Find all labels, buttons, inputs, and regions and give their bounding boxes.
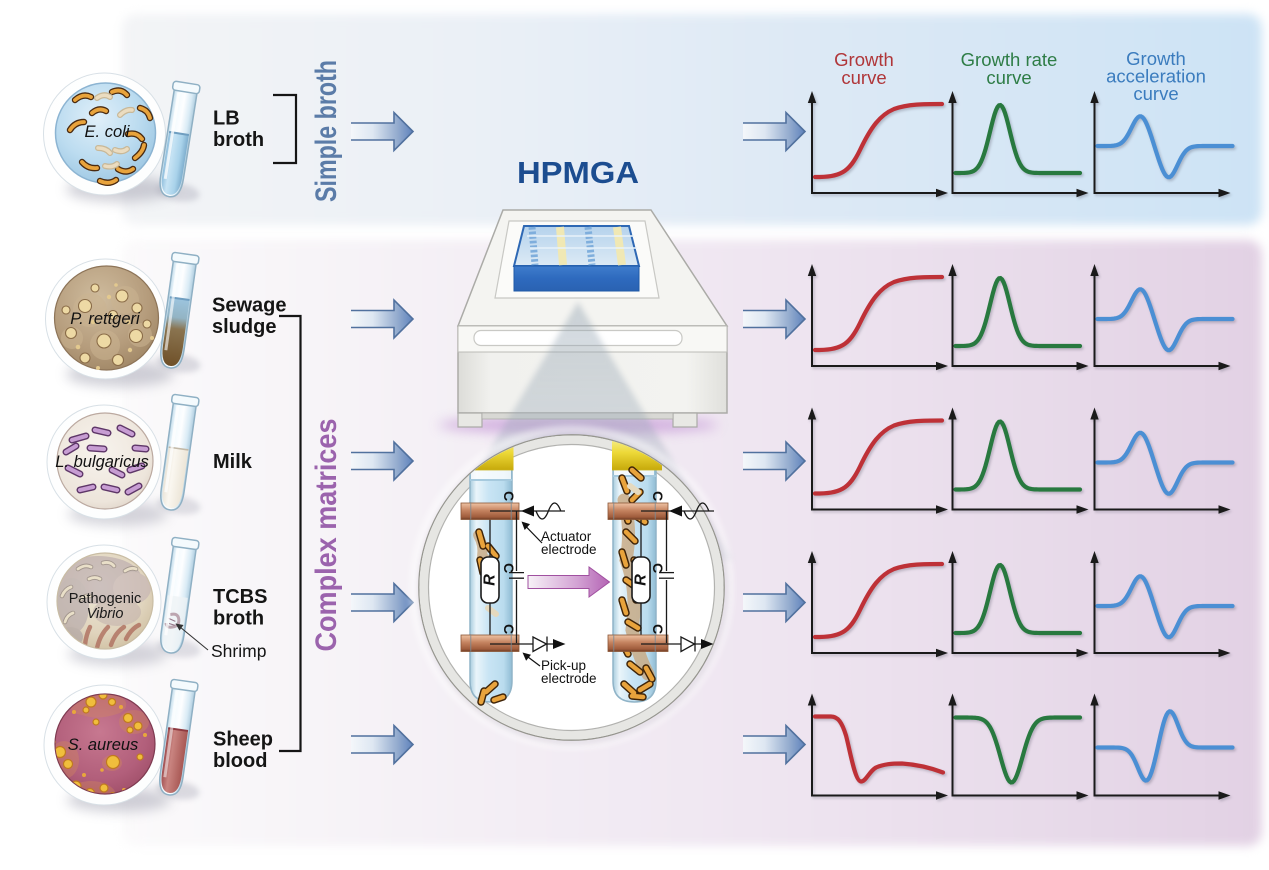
svg-text:C: C — [650, 563, 666, 573]
svg-text:acceleration: acceleration — [1106, 66, 1206, 87]
svg-text:curve: curve — [986, 67, 1031, 88]
svg-text:curve: curve — [1133, 83, 1178, 104]
svg-text:Sheep: Sheep — [213, 729, 273, 751]
svg-text:C: C — [650, 624, 666, 634]
svg-text:electrode: electrode — [541, 542, 597, 557]
svg-text:LB: LB — [213, 108, 240, 130]
svg-text:Complex matrices: Complex matrices — [310, 419, 343, 652]
svg-text:P. rettgeri: P. rettgeri — [70, 310, 141, 328]
svg-text:curve: curve — [841, 67, 886, 88]
svg-text:R: R — [482, 574, 499, 586]
svg-text:Sewage: Sewage — [212, 295, 286, 317]
svg-text:S. aureus: S. aureus — [68, 736, 139, 754]
svg-text:Milk: Milk — [213, 451, 253, 473]
svg-text:broth: broth — [213, 129, 264, 151]
svg-text:broth: broth — [213, 608, 264, 630]
svg-text:L. bulgaricus: L. bulgaricus — [55, 453, 149, 471]
svg-text:Pick-up: Pick-up — [541, 658, 586, 673]
svg-text:Growth rate: Growth rate — [961, 49, 1058, 70]
svg-text:R: R — [633, 574, 650, 586]
svg-text:Vibrio: Vibrio — [87, 606, 124, 622]
svg-text:electrode: electrode — [541, 671, 597, 686]
svg-text:C: C — [501, 624, 517, 634]
svg-text:HPMGA: HPMGA — [517, 155, 639, 190]
svg-text:blood: blood — [213, 750, 267, 772]
svg-text:E. coli: E. coli — [85, 123, 131, 141]
svg-text:C: C — [650, 491, 666, 501]
svg-text:Shrimp: Shrimp — [211, 641, 266, 661]
svg-text:Pathogenic: Pathogenic — [69, 591, 142, 607]
svg-text:sludge: sludge — [212, 316, 276, 338]
svg-text:Growth: Growth — [834, 49, 894, 70]
svg-text:C: C — [501, 563, 517, 573]
svg-text:Growth: Growth — [1126, 48, 1186, 69]
svg-text:Actuator: Actuator — [541, 529, 592, 544]
svg-text:C: C — [501, 491, 517, 501]
svg-text:TCBS: TCBS — [213, 586, 267, 608]
svg-text:Simple broth: Simple broth — [310, 60, 343, 202]
